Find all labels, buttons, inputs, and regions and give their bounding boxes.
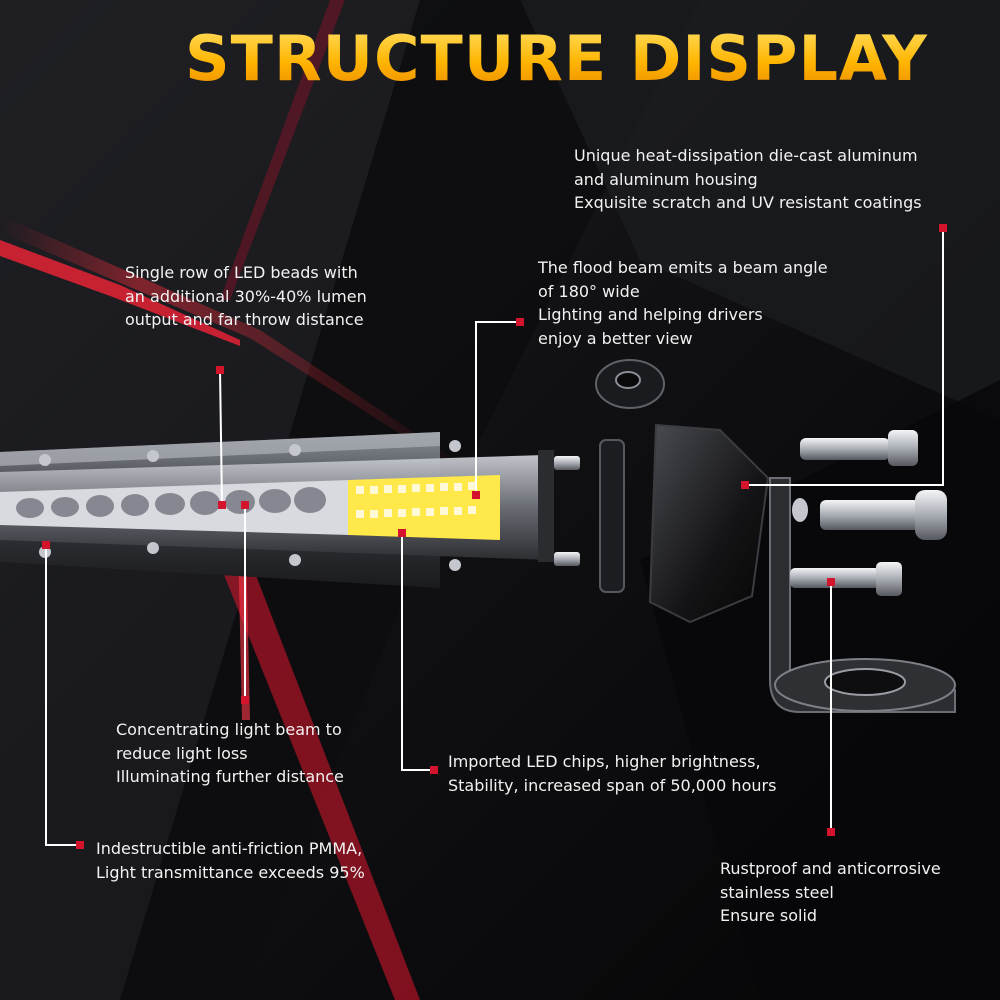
red-streak bbox=[210, 540, 420, 1000]
red-streak bbox=[0, 240, 240, 346]
led-chip-grid bbox=[356, 482, 476, 518]
callout-line: Stability, increased span of 50,000 hour… bbox=[448, 775, 777, 795]
callout-line: enjoy a better view bbox=[538, 328, 693, 348]
marker bbox=[430, 766, 438, 774]
gasket bbox=[599, 439, 625, 593]
leader-flood bbox=[475, 321, 520, 495]
callout-leaders bbox=[45, 228, 944, 846]
callout-housing: Unique heat-dissipation die-cast aluminu… bbox=[574, 144, 922, 215]
marker bbox=[939, 224, 947, 232]
leader-chips bbox=[401, 533, 434, 771]
marker bbox=[741, 481, 749, 489]
callout-line: Unique heat-dissipation die-cast aluminu… bbox=[574, 146, 918, 165]
callout-flood: The flood beam emits a beam angle of 180… bbox=[538, 256, 828, 350]
callout-line: stainless steel bbox=[720, 882, 834, 902]
marker bbox=[218, 501, 226, 509]
callout-line: Imported LED chips, higher brightness, bbox=[448, 752, 761, 771]
page-title: STRUCTURE DISPLAY bbox=[185, 22, 995, 96]
bolts bbox=[790, 430, 947, 596]
marker bbox=[516, 318, 524, 326]
callout-chips: Imported LED chips, higher brightness, S… bbox=[448, 750, 776, 797]
callout-line: Rustproof and anticorrosive bbox=[720, 859, 941, 878]
marker bbox=[216, 366, 224, 374]
red-streak bbox=[220, 0, 345, 300]
marker bbox=[241, 696, 249, 704]
callout-line: Ensure solid bbox=[720, 906, 818, 925]
callout-line: Concentrating light beam to bbox=[116, 720, 342, 739]
bar-end-plate bbox=[538, 450, 554, 562]
callout-line: an additional 30%-40% lumen bbox=[125, 286, 367, 306]
callout-line: The flood beam emits a beam angle bbox=[538, 258, 828, 277]
callout-line: of 180° wide bbox=[538, 281, 640, 301]
end-bolts bbox=[554, 456, 580, 566]
callout-line: Exquisite scratch and UV resistant coati… bbox=[574, 193, 922, 212]
led-chip-block bbox=[348, 475, 500, 540]
bg-facet bbox=[520, 0, 1000, 420]
end-cap bbox=[648, 423, 770, 624]
bar-top-lens bbox=[0, 432, 440, 466]
red-streak bbox=[0, 215, 470, 472]
callout-line: Light transmittance exceeds 95% bbox=[96, 862, 365, 882]
callout-line: Single row of LED beads with bbox=[125, 263, 358, 282]
callout-steel: Rustproof and anticorrosive stainless st… bbox=[720, 857, 941, 928]
marker bbox=[827, 578, 835, 586]
leader-led-beads bbox=[219, 369, 223, 506]
leader-housing bbox=[745, 228, 944, 486]
marker bbox=[76, 841, 84, 849]
callout-line: Indestructible anti-friction PMMA, bbox=[96, 839, 363, 858]
marker bbox=[827, 828, 835, 836]
marker bbox=[42, 541, 50, 549]
marker bbox=[398, 529, 406, 537]
callout-pmma: Indestructible anti-friction PMMA, Light… bbox=[96, 837, 365, 884]
callout-led-beads: Single row of LED beads with an addition… bbox=[125, 261, 367, 332]
marker bbox=[472, 491, 480, 499]
callout-line: output and far throw distance bbox=[125, 310, 364, 329]
marker bbox=[241, 501, 249, 509]
callout-beam: Concentrating light beam to reduce light… bbox=[116, 718, 344, 789]
callout-line: Illuminating further distance bbox=[116, 767, 344, 786]
mounting-bracket bbox=[769, 477, 956, 713]
grommet bbox=[595, 359, 665, 409]
callout-line: reduce light loss bbox=[116, 743, 248, 763]
light-bar bbox=[0, 432, 580, 588]
callout-line: Lighting and helping drivers bbox=[538, 305, 763, 324]
callout-markers bbox=[42, 224, 947, 849]
leader-pmma bbox=[45, 545, 80, 846]
callout-line: and aluminum housing bbox=[574, 169, 758, 189]
